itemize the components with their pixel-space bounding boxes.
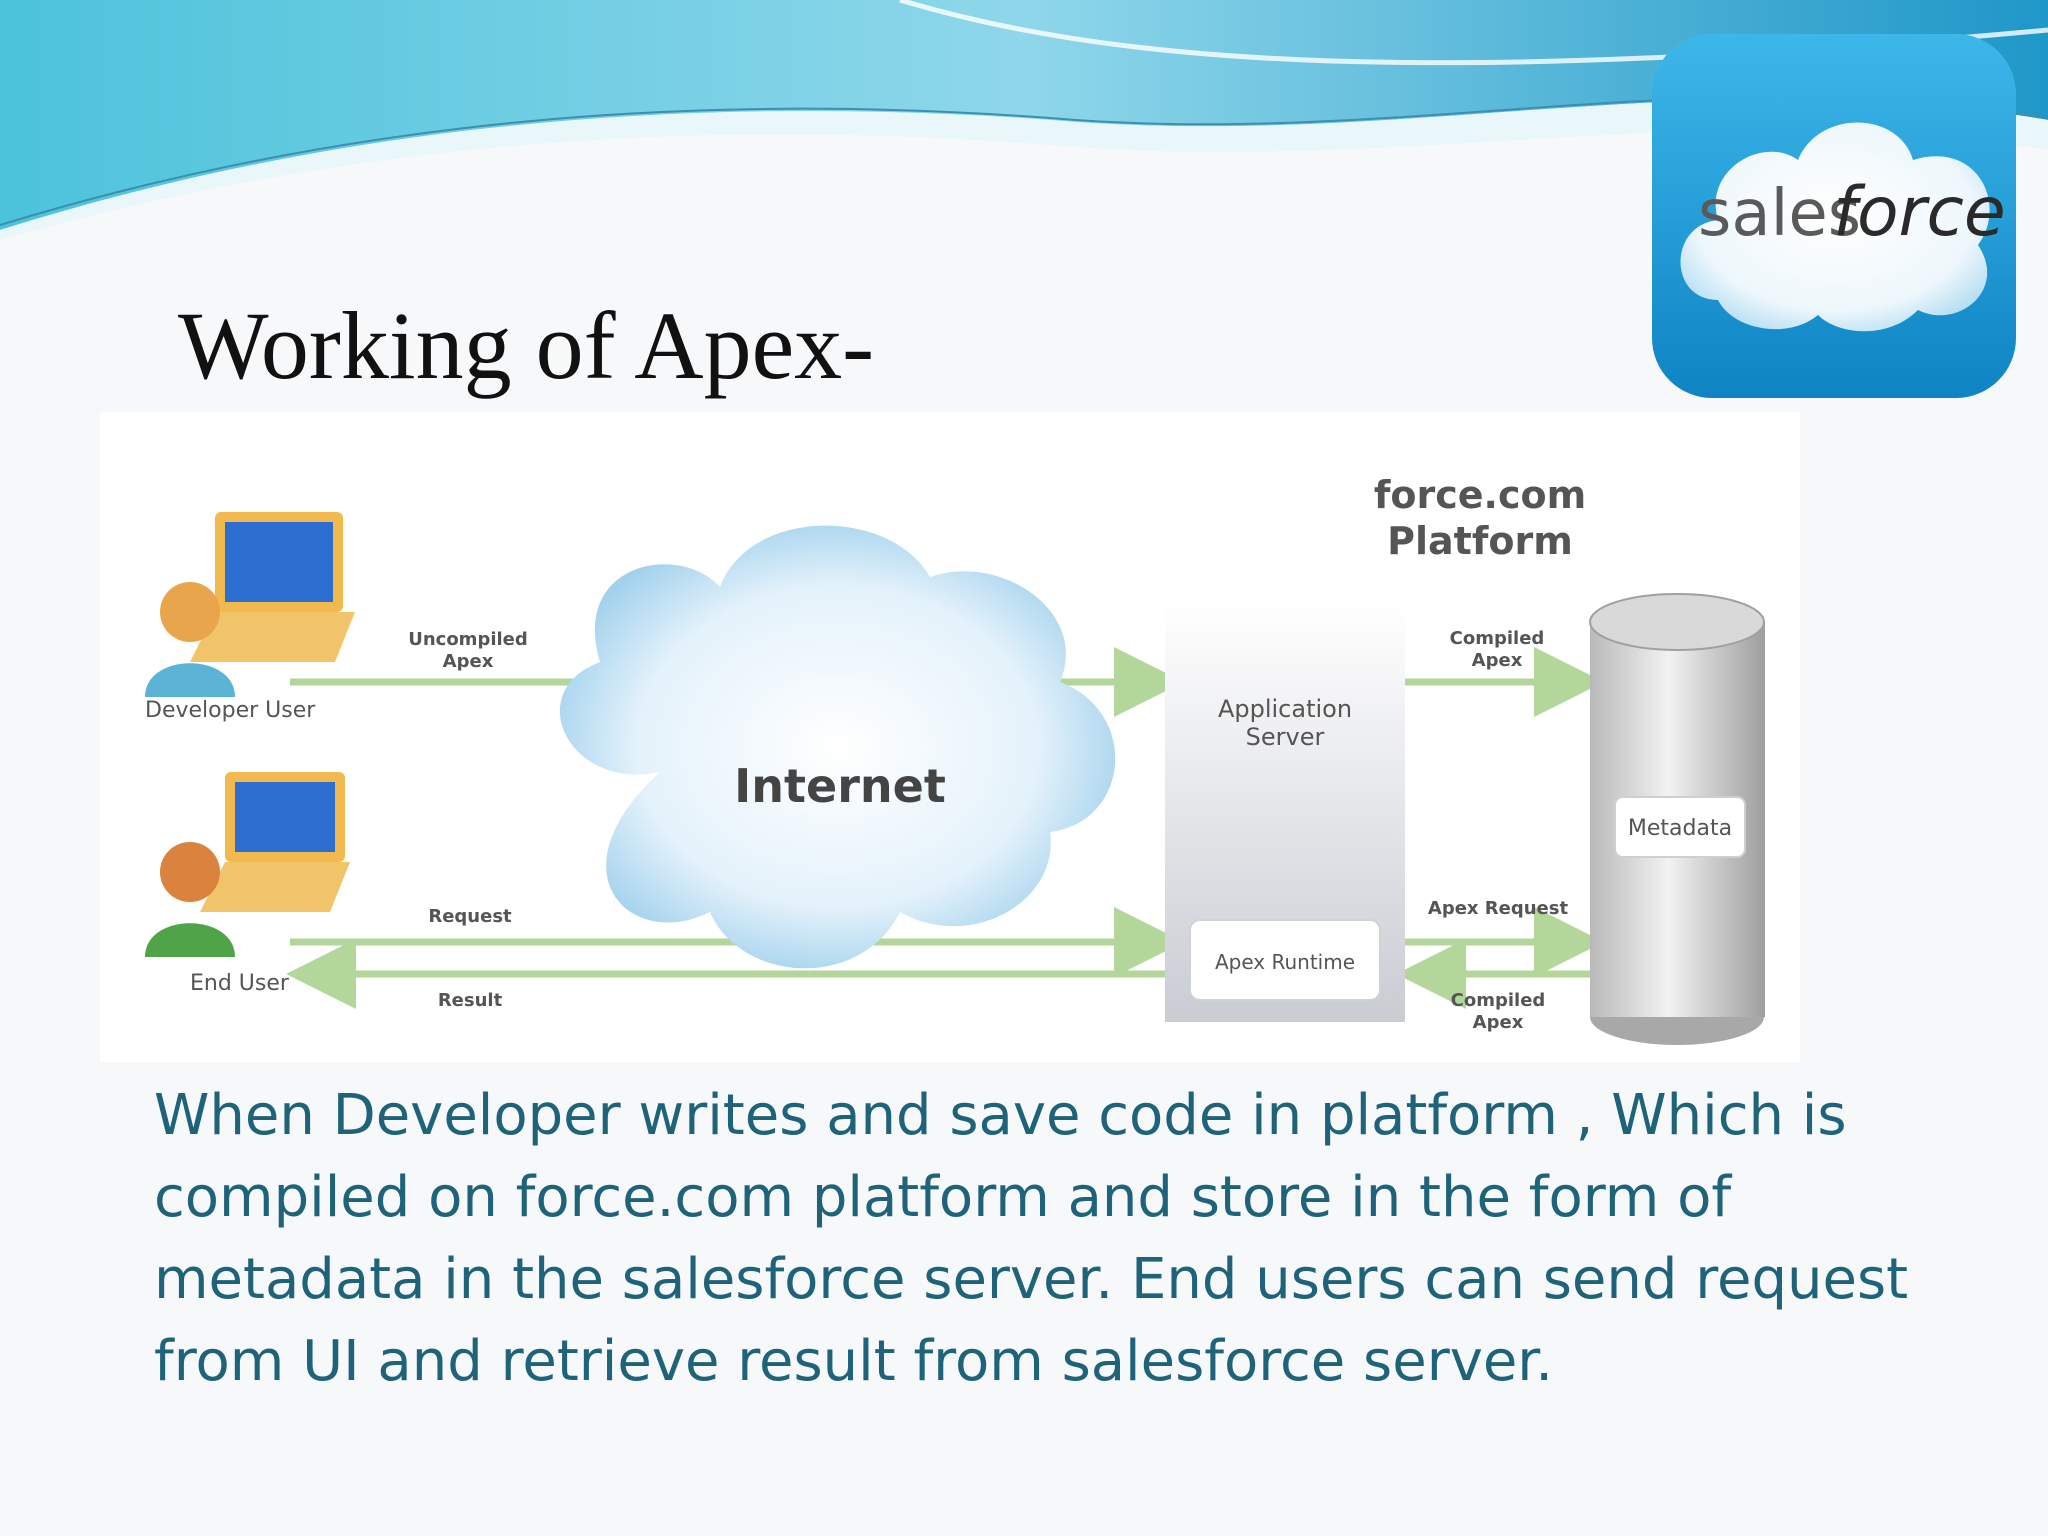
- result-label: Result: [438, 990, 503, 1011]
- request-label: Request: [428, 906, 512, 927]
- svg-text:sales: sales: [1698, 177, 1861, 251]
- end-user-label: End User: [190, 971, 290, 996]
- body-line-3: metadata in the salesforce server. End u…: [154, 1247, 1909, 1312]
- apex-runtime-box: [1189, 919, 1381, 1001]
- body-line-2: compiled on force.com platform and store…: [154, 1165, 1732, 1230]
- end-user-icon: [145, 772, 350, 957]
- slide-title: Working of Apex-: [178, 292, 875, 399]
- salesforce-logo-icon: sales force: [1652, 34, 2016, 398]
- compiled-bottom-label-line-1: Compiled: [1451, 990, 1546, 1011]
- apex-architecture-diagram: Developer User End User Uncompiled Apex …: [100, 412, 1800, 1062]
- uncompiled-label-line-1: Uncompiled: [408, 629, 528, 650]
- platform-label-line-2: Platform: [1387, 519, 1573, 563]
- uncompiled-label-line-2: Apex: [443, 651, 494, 672]
- body-text: When Developer writes and save code in p…: [154, 1075, 1914, 1403]
- body-line-1: When Developer writes and save code in p…: [154, 1083, 1847, 1148]
- metadata-box: [1614, 796, 1746, 858]
- metadata-label: Metadata: [1628, 816, 1732, 841]
- apex-request-label: Apex Request: [1428, 898, 1569, 919]
- developer-user-icon: [145, 512, 355, 697]
- app-server-label-line-2: Server: [1246, 723, 1325, 751]
- body-line-4: from UI and retrieve result from salesfo…: [154, 1329, 1553, 1394]
- developer-user-label: Developer User: [145, 698, 316, 723]
- compiled-top-label-line-2: Apex: [1472, 650, 1523, 671]
- svg-text:force: force: [1833, 173, 2006, 252]
- apex-runtime-label: Apex Runtime: [1215, 950, 1355, 974]
- app-server-label-line-1: Application: [1218, 695, 1352, 723]
- compiled-bottom-label-line-2: Apex: [1473, 1012, 1524, 1033]
- internet-cloud: [559, 525, 1116, 969]
- platform-label-line-1: force.com: [1374, 473, 1586, 517]
- internet-label: Internet: [734, 759, 946, 813]
- compiled-top-label-line-1: Compiled: [1450, 628, 1545, 649]
